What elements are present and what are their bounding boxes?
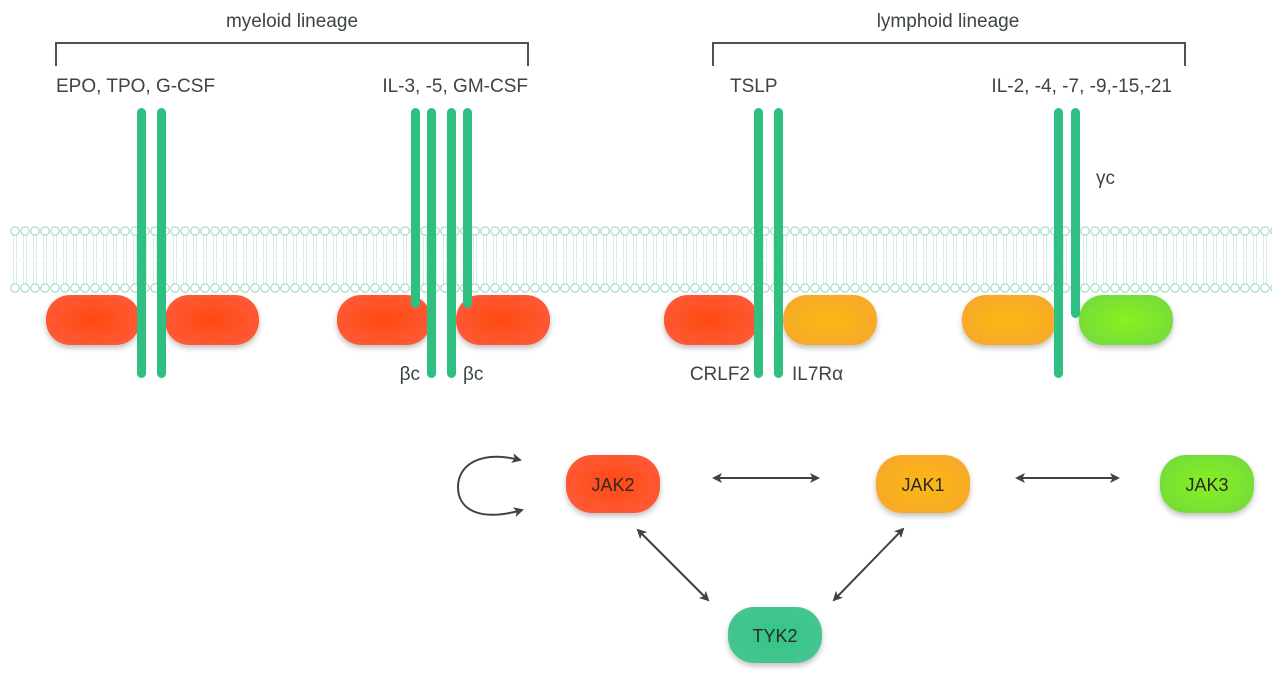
cytokine-label-gamma-c: IL-2, -4, -7, -9,-15,-21 xyxy=(991,76,1172,97)
cytokine-label-epo-tpo-gcsf: EPO, TPO, G-CSF xyxy=(56,76,215,97)
receptor-chain xyxy=(1054,108,1063,378)
jak2-docked xyxy=(165,295,259,345)
self-activation-arrow xyxy=(456,453,524,518)
myeloid-lineage-bracket: myeloid lineage xyxy=(55,11,529,66)
receptor-chain xyxy=(157,108,166,378)
jak3-docked xyxy=(1079,295,1173,345)
receptor-chain-gamma-c xyxy=(1071,108,1080,318)
subunit-label-crlf2: CRLF2 xyxy=(690,364,750,385)
receptor-il3-il5-gmcsf: βc βc xyxy=(337,108,550,385)
arrow-jak2-tyk2 xyxy=(636,528,710,602)
kinase-node-jak2: JAK2 xyxy=(566,455,660,513)
kinase-network: JAK2 JAK1 JAK3 TYK2 xyxy=(456,453,1254,663)
receptor-chain-crlf2 xyxy=(754,108,763,378)
receptor-chain xyxy=(137,108,146,378)
receptor-chain xyxy=(411,108,420,308)
cytokine-label-il3-il5-gmcsf: IL-3, -5, GM-CSF xyxy=(382,76,528,97)
subunit-label-il7ra: IL7Rα xyxy=(792,364,843,385)
subunit-label-beta-c: βc xyxy=(400,364,420,385)
kinase-label-jak2: JAK2 xyxy=(591,475,634,495)
kinase-label-tyk2: TYK2 xyxy=(752,626,797,646)
receptor-chain-beta-c xyxy=(427,108,436,378)
lymphoid-lineage-label: lymphoid lineage xyxy=(877,11,1020,32)
jak2-docked xyxy=(456,295,550,345)
receptor-chain xyxy=(463,108,472,308)
receptor-gamma-c: γc xyxy=(962,108,1173,378)
myeloid-lineage-label: myeloid lineage xyxy=(226,11,358,32)
jak1-docked xyxy=(783,295,877,345)
jak2-docked xyxy=(337,295,431,345)
subunit-label-gamma-c: γc xyxy=(1096,168,1115,189)
kinase-node-jak3: JAK3 xyxy=(1160,455,1254,513)
kinase-node-jak1: JAK1 xyxy=(876,455,970,513)
jak2-docked xyxy=(664,295,758,345)
kinase-label-jak1: JAK1 xyxy=(901,475,944,495)
arrow-jak1-tyk2 xyxy=(832,527,905,602)
subunit-label-beta-c: βc xyxy=(463,364,483,385)
receptor-epo-tpo-gcsf xyxy=(46,108,259,378)
receptor-tslp: CRLF2 IL7Rα xyxy=(664,108,877,385)
receptor-chain-beta-c xyxy=(447,108,456,378)
kinase-label-jak3: JAK3 xyxy=(1185,475,1228,495)
cytokine-label-tslp: TSLP xyxy=(730,76,778,97)
jak1-docked xyxy=(962,295,1056,345)
cell-membrane xyxy=(10,224,1272,296)
jak2-docked xyxy=(46,295,140,345)
lymphoid-lineage-bracket: lymphoid lineage xyxy=(712,11,1186,66)
receptor-chain-il7ra xyxy=(774,108,783,378)
kinase-node-tyk2: TYK2 xyxy=(728,607,822,663)
